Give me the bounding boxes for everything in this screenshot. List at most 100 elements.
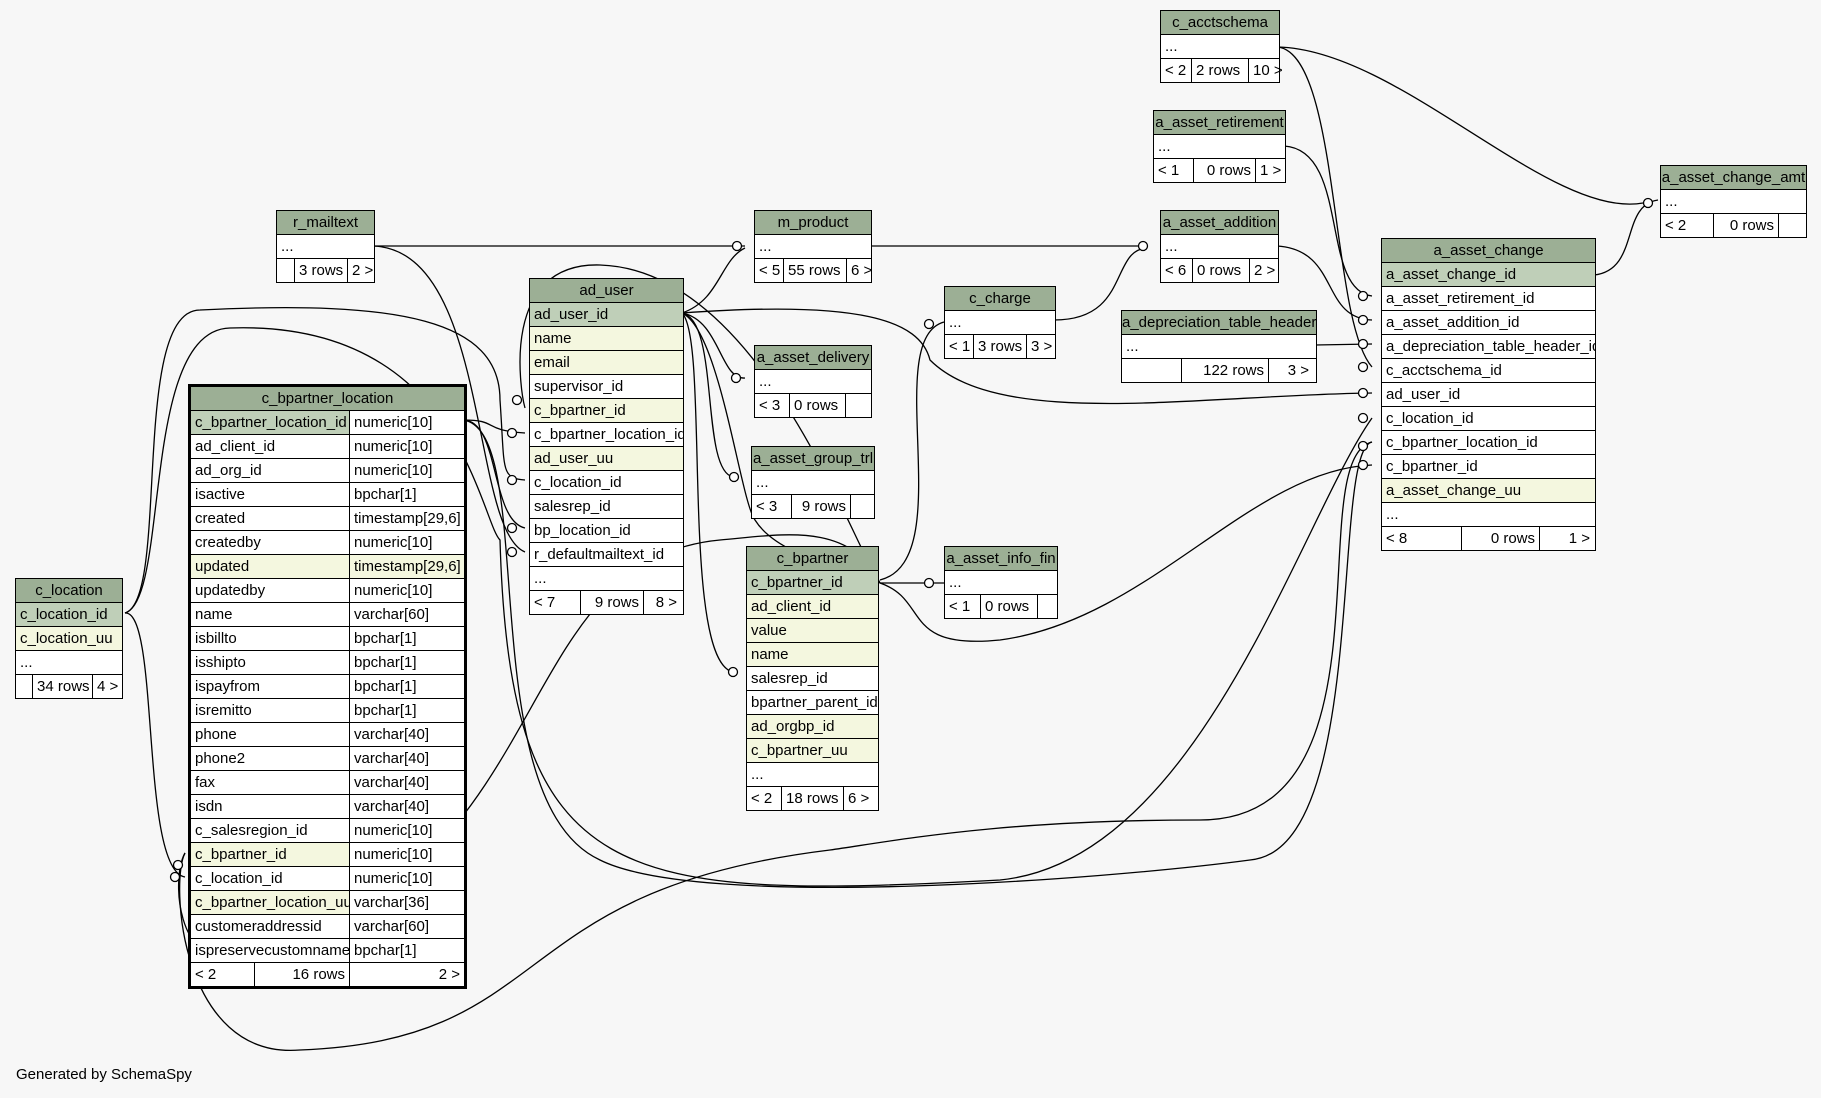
table-a-asset-change[interactable]: a_asset_change a_asset_change_id a_asset…	[1381, 238, 1596, 551]
table-footer-next[interactable]: 8 >	[643, 591, 681, 614]
table-footer-next[interactable]: 4 >	[92, 675, 119, 698]
table-footer-prev[interactable]: < 1	[1158, 162, 1180, 179]
table-column: ...	[751, 766, 764, 783]
table-footer-rows: 9 rows	[791, 495, 850, 518]
table-footer-prev[interactable]: < 2	[1665, 217, 1687, 234]
table-c-bpartner-location[interactable]: c_bpartner_location c_bpartner_location_…	[188, 384, 467, 989]
table-column: ...	[1665, 193, 1678, 210]
table-footer-next[interactable]: 6 >	[843, 787, 874, 810]
table-header[interactable]: a_asset_retirement	[1154, 111, 1285, 135]
table-footer-rows: 0 rows	[1193, 159, 1255, 182]
table-footer-next[interactable]	[850, 495, 871, 518]
table-a-asset-retirement[interactable]: a_asset_retirement ... < 1 0 rows 1 >	[1153, 110, 1286, 183]
table-a-asset-addition[interactable]: a_asset_addition ... < 6 0 rows 2 >	[1160, 210, 1279, 283]
table-column: c_bpartner_location_uu	[195, 894, 349, 911]
table-column: a_asset_change_id	[1386, 266, 1517, 283]
table-column: fax	[195, 774, 216, 791]
table-a-asset-delivery[interactable]: a_asset_delivery ... < 3 0 rows	[754, 345, 872, 418]
edge	[1283, 145, 1373, 297]
table-ad-user[interactable]: ad_user ad_user_id name email supervisor…	[529, 278, 684, 615]
table-a-depreciation-table-header[interactable]: a_depreciation_table_header ... 122 rows…	[1121, 310, 1317, 383]
table-header[interactable]: a_asset_change	[1382, 239, 1595, 263]
table-header[interactable]: ad_user	[530, 279, 683, 303]
column-type: varchar[60]	[349, 603, 464, 626]
table-header[interactable]: c_bpartner	[747, 547, 878, 571]
table-footer-prev[interactable]: < 3	[756, 498, 778, 515]
table-footer-next[interactable]: 3 >	[1026, 335, 1053, 358]
table-column: ad_orgbp_id	[751, 718, 835, 735]
table-footer-rows: 0 rows	[1192, 259, 1249, 282]
table-a-asset-info-fin[interactable]: a_asset_info_fin ... < 1 0 rows	[944, 546, 1058, 619]
table-column: customeraddressid	[195, 918, 322, 935]
table-footer-prev[interactable]: < 1	[949, 598, 971, 615]
table-column: ad_org_id	[195, 462, 262, 479]
table-footer-prev[interactable]: < 3	[759, 397, 781, 414]
table-footer-next[interactable]: 1 >	[1255, 159, 1287, 182]
table-column: ad_user_uu	[534, 450, 614, 467]
table-c-bpartner[interactable]: c_bpartner c_bpartner_id ad_client_id va…	[746, 546, 879, 811]
table-footer-next[interactable]	[1037, 595, 1058, 618]
table-footer-prev[interactable]	[1122, 359, 1181, 382]
table-footer-next[interactable]: 1 >	[1539, 527, 1594, 550]
table-c-acctschema[interactable]: c_acctschema ... < 2 2 rows 10 >	[1160, 10, 1283, 83]
table-a-asset-group-trl[interactable]: a_asset_group_trl ... < 3 9 rows	[751, 446, 875, 519]
table-footer-rows: 55 rows	[783, 259, 846, 282]
table-footer-next[interactable]	[1778, 214, 1807, 237]
table-m-product[interactable]: m_product ... < 5 55 rows 6 >	[754, 210, 872, 283]
table-footer-next[interactable]: 10 >	[1248, 59, 1285, 82]
table-footer-prev[interactable]: < 2	[751, 790, 773, 807]
table-header[interactable]: c_acctschema	[1161, 11, 1279, 35]
table-footer-prev[interactable]	[16, 675, 32, 698]
table-footer-rows: 34 rows	[32, 675, 92, 698]
table-column: ...	[20, 654, 33, 671]
table-column: ad_user_id	[1386, 386, 1461, 403]
table-c-charge[interactable]: c_charge ... < 1 3 rows 3 >	[944, 286, 1056, 359]
table-header[interactable]: a_asset_group_trl	[752, 447, 874, 471]
table-footer-prev[interactable]	[277, 259, 294, 282]
column-type: bpchar[1]	[349, 699, 464, 722]
column-type: numeric[10]	[349, 819, 464, 842]
table-column: isactive	[195, 486, 246, 503]
edge	[1276, 245, 1373, 321]
table-c-location[interactable]: c_location c_location_id c_location_uu .…	[15, 578, 123, 699]
table-column: ...	[759, 373, 772, 390]
table-header[interactable]: a_depreciation_table_header	[1122, 311, 1316, 335]
table-column: supervisor_id	[534, 378, 624, 395]
column-type: varchar[60]	[349, 915, 464, 938]
edge	[681, 312, 746, 379]
table-footer-prev[interactable]: < 2	[1165, 62, 1187, 79]
edge	[1593, 199, 1659, 276]
table-footer-prev[interactable]: < 1	[949, 338, 971, 355]
table-header[interactable]: c_location	[16, 579, 122, 603]
table-footer-prev[interactable]: < 6	[1165, 262, 1187, 279]
table-header[interactable]: a_asset_delivery	[755, 346, 871, 370]
table-column: createdby	[195, 534, 261, 551]
table-footer-rows: 0 rows	[789, 394, 845, 417]
column-type: timestamp[29,6]	[349, 507, 464, 530]
table-header[interactable]: m_product	[755, 211, 871, 235]
table-column: ...	[1165, 238, 1178, 255]
table-footer-prev[interactable]: < 8	[1386, 530, 1408, 547]
table-footer-next[interactable]: 2 >	[1249, 259, 1277, 282]
table-footer-next[interactable]	[845, 394, 866, 417]
table-footer-next[interactable]: 2 >	[349, 963, 464, 986]
table-header[interactable]: a_asset_info_fin	[945, 547, 1057, 571]
table-header[interactable]: a_asset_change_amt	[1661, 166, 1806, 190]
table-footer-prev[interactable]: < 2	[195, 966, 217, 983]
table-column: ...	[1386, 506, 1399, 523]
table-header[interactable]: a_asset_addition	[1161, 211, 1278, 235]
table-footer-next[interactable]: 2 >	[347, 259, 376, 282]
table-header[interactable]: r_mailtext	[277, 211, 374, 235]
table-r-mailtext[interactable]: r_mailtext ... 3 rows 2 >	[276, 210, 375, 283]
table-header[interactable]: c_charge	[945, 287, 1055, 311]
table-a-asset-change-amt[interactable]: a_asset_change_amt ... < 2 0 rows	[1660, 165, 1807, 238]
table-column: ...	[949, 574, 962, 591]
table-column: ...	[1126, 338, 1139, 355]
table-footer-prev[interactable]: < 7	[534, 594, 556, 611]
edge	[681, 312, 734, 478]
table-footer-prev[interactable]: < 5	[759, 262, 781, 279]
table-footer-next[interactable]: 6 >	[846, 259, 873, 282]
table-header[interactable]: c_bpartner_location	[191, 387, 464, 411]
table-footer-next[interactable]: 3 >	[1268, 359, 1313, 382]
column-type: bpchar[1]	[349, 675, 464, 698]
